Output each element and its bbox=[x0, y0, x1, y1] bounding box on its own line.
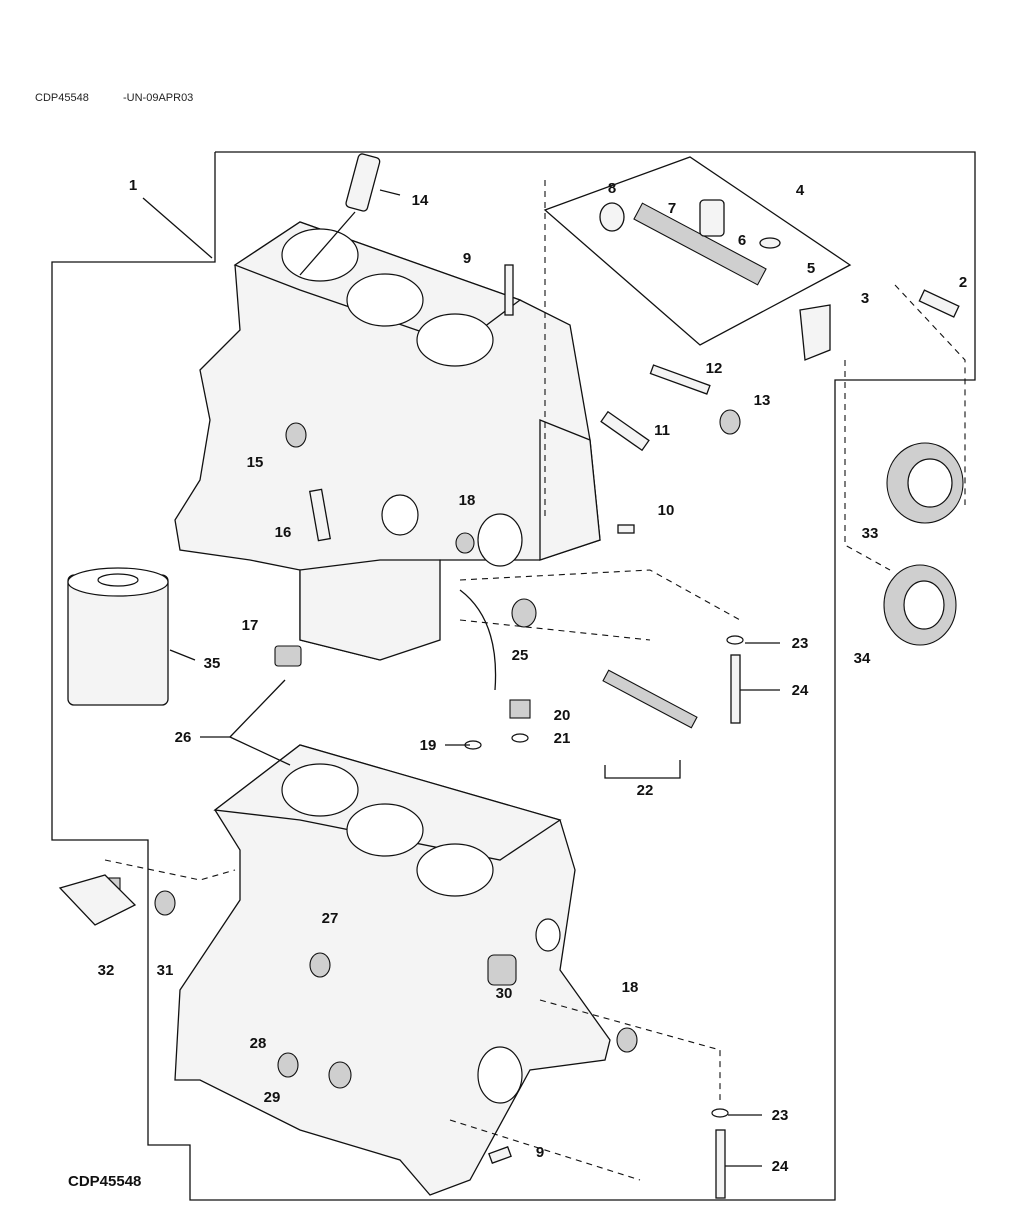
callout-18: 18 bbox=[622, 979, 639, 996]
dashed-guides bbox=[104, 180, 966, 1181]
date-code-header: -UN-09APR03 bbox=[123, 92, 194, 104]
callout-4: 4 bbox=[796, 182, 805, 199]
callout-35: 35 bbox=[204, 655, 221, 672]
callout-17: 17 bbox=[242, 617, 259, 634]
gear-33 bbox=[886, 442, 964, 524]
callout-3: 3 bbox=[861, 290, 869, 307]
callout-9: 9 bbox=[463, 250, 471, 267]
callout-5: 5 bbox=[807, 260, 815, 277]
callout-20: 20 bbox=[554, 707, 571, 724]
callout-26: 26 bbox=[175, 729, 192, 746]
callout-25: 25 bbox=[512, 647, 529, 664]
cylinder-block-lower bbox=[174, 744, 611, 1196]
callout-29: 29 bbox=[264, 1089, 281, 1106]
callout-32: 32 bbox=[98, 962, 115, 979]
callout-7: 7 bbox=[668, 200, 676, 217]
small-parts bbox=[58, 153, 960, 1199]
callout-18: 18 bbox=[459, 492, 476, 509]
callout-34: 34 bbox=[854, 650, 871, 667]
callout-8: 8 bbox=[608, 180, 616, 197]
callout-23: 23 bbox=[772, 1107, 789, 1124]
callout-21: 21 bbox=[554, 730, 571, 747]
callout-1: 1 bbox=[129, 177, 137, 194]
callout-9: 9 bbox=[536, 1144, 544, 1161]
callout-11: 11 bbox=[654, 422, 670, 439]
callout-12: 12 bbox=[706, 360, 723, 377]
callout-2: 2 bbox=[959, 274, 967, 291]
figure-id-header: CDP45548 bbox=[35, 92, 89, 104]
callout-16: 16 bbox=[275, 524, 292, 541]
callout-31: 31 bbox=[157, 962, 174, 979]
callout-13: 13 bbox=[754, 392, 771, 409]
oil-filter bbox=[67, 567, 169, 706]
callout-10: 10 bbox=[658, 502, 675, 519]
camshaft bbox=[543, 156, 852, 346]
callout-28: 28 bbox=[250, 1035, 267, 1052]
figure-id-footer: CDP45548 bbox=[68, 1173, 141, 1190]
leader-lines bbox=[142, 189, 780, 1167]
callout-27: 27 bbox=[322, 910, 339, 927]
callout-22: 22 bbox=[637, 782, 654, 799]
gear-34 bbox=[883, 564, 957, 646]
callout-23: 23 bbox=[792, 635, 809, 652]
callout-24: 24 bbox=[792, 682, 809, 699]
cylinder-block-upper bbox=[174, 221, 601, 661]
callout-14: 14 bbox=[412, 192, 429, 209]
callout-6: 6 bbox=[738, 232, 746, 249]
assembly-boundary bbox=[51, 151, 976, 1201]
callout-30: 30 bbox=[496, 985, 513, 1002]
callout-33: 33 bbox=[862, 525, 879, 542]
callout-24: 24 bbox=[772, 1158, 789, 1175]
callout-19: 19 bbox=[420, 737, 437, 754]
callout-15: 15 bbox=[247, 454, 264, 471]
